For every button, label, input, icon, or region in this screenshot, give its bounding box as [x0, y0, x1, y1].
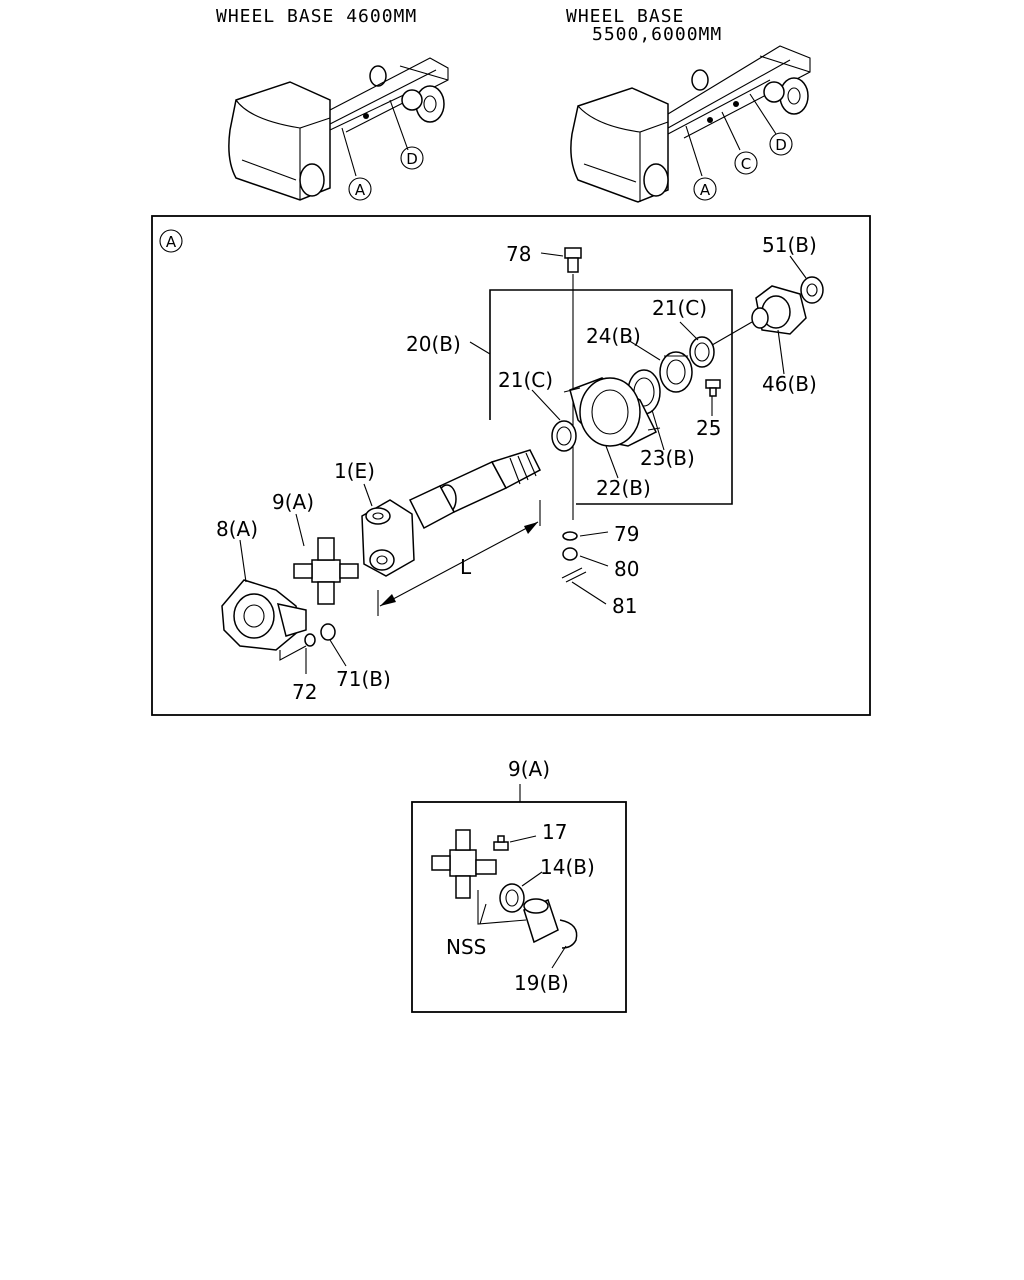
- label-72: 72: [292, 680, 317, 704]
- svg-text:A: A: [166, 233, 177, 251]
- sleeve-yoke-1e: [361, 499, 415, 577]
- assembly-20b-bracket: [489, 289, 733, 505]
- washer-79: [562, 531, 578, 541]
- marker-a-left: A: [348, 177, 372, 201]
- detail-9a-frame: [411, 801, 627, 1013]
- svg-text:D: D: [406, 150, 418, 168]
- nut-51b: [800, 276, 824, 304]
- label-78: 78: [506, 242, 531, 266]
- label-17: 17: [542, 820, 567, 844]
- label-14b: 14(B): [540, 855, 595, 879]
- seal-21c-lower: [551, 420, 577, 452]
- label-71b: 71(B): [336, 667, 391, 691]
- truck-illustration-4600: [228, 57, 449, 201]
- svg-text:A: A: [355, 181, 366, 199]
- leader-78: [540, 252, 564, 257]
- spider-cross-detail: [431, 829, 497, 899]
- detail-a-frame: [151, 215, 871, 716]
- dimension-l: [279, 500, 541, 661]
- leader-a-left: [341, 127, 357, 177]
- grease-nipple-25: [705, 379, 721, 397]
- label-81: 81: [612, 594, 637, 618]
- bolt-78: [564, 247, 582, 273]
- label-8a: 8(A): [216, 517, 258, 541]
- seal-14b: [499, 883, 525, 913]
- detail-a-marker: A: [159, 229, 183, 253]
- center-bearing-bracket-22b: [563, 377, 661, 447]
- svg-text:A: A: [700, 181, 711, 199]
- label-1e: 1(E): [334, 459, 375, 483]
- label-25: 25: [696, 416, 721, 440]
- label-21c-lower: 21(C): [498, 368, 553, 392]
- leader-d-left: [389, 99, 409, 151]
- washer-72: [304, 633, 316, 647]
- svg-text:C: C: [741, 155, 751, 173]
- nut-71b: [320, 623, 336, 641]
- detail-a-leaders: [239, 255, 807, 674]
- marker-a-right: A: [693, 177, 717, 201]
- truck-illustration-long: [570, 45, 811, 203]
- header-wheel-base-long-1: WHEEL BASE: [566, 6, 684, 27]
- label-21c-upper: 21(C): [652, 296, 707, 320]
- nut-80: [562, 547, 578, 561]
- leader-d-right: [749, 93, 777, 135]
- detail-9a-leaders: [477, 835, 567, 969]
- label-79: 79: [614, 522, 639, 546]
- label-23b: 23(B): [640, 446, 695, 470]
- label-51b: 51(B): [762, 233, 817, 257]
- label-dimension-l: L: [460, 555, 472, 579]
- flange-yoke-8a: [221, 579, 307, 651]
- label-9a: 9(A): [272, 490, 314, 514]
- label-20b: 20(B): [406, 332, 461, 356]
- detail-9a-title: 9(A): [508, 757, 550, 781]
- universal-joint-spider-9a: [293, 537, 359, 605]
- seal-21c-upper: [689, 336, 715, 368]
- label-19b: 19(B): [514, 971, 569, 995]
- cotter-pin-81: [561, 567, 587, 583]
- bearing-cup: [523, 898, 559, 944]
- label-24b: 24(B): [586, 324, 641, 348]
- label-nss: NSS: [446, 935, 486, 959]
- header-wheel-base-long-2: 5500,6000MM: [592, 24, 722, 45]
- label-22b: 22(B): [596, 476, 651, 500]
- svg-text:D: D: [775, 136, 787, 154]
- dust-deflector-24b: [659, 351, 693, 393]
- propeller-shaft: [408, 449, 541, 530]
- grease-nipple-17: [493, 835, 509, 851]
- leader-c-right: [721, 111, 741, 151]
- marker-c-right: C: [734, 151, 758, 175]
- companion-flange-46b: [699, 285, 807, 353]
- label-80: 80: [614, 557, 639, 581]
- marker-d-left: D: [400, 146, 424, 170]
- marker-d-right: D: [769, 132, 793, 156]
- header-wheel-base-4600: WHEEL BASE 4600MM: [216, 6, 417, 27]
- snap-ring-19b: [559, 919, 578, 949]
- leader-a-right: [685, 125, 703, 177]
- label-46b: 46(B): [762, 372, 817, 396]
